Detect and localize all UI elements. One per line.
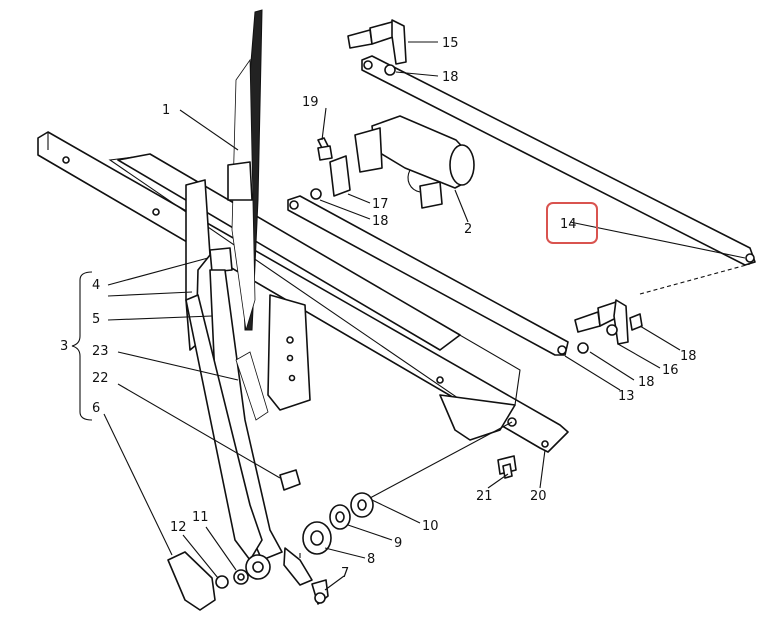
label-13: 13 bbox=[618, 389, 635, 404]
label-22: 22 bbox=[92, 371, 109, 386]
link-rod-14 bbox=[361, 55, 756, 266]
label-11: 11 bbox=[192, 510, 209, 525]
pivot-hardware bbox=[302, 492, 374, 555]
pivot-16 bbox=[574, 299, 643, 354]
label-9: 9 bbox=[394, 536, 402, 551]
clip-22 bbox=[279, 469, 301, 491]
link-rod-13 bbox=[287, 195, 569, 356]
mounting-bracket bbox=[267, 294, 311, 411]
bolt-21 bbox=[497, 455, 517, 479]
label-18-right: 18 bbox=[680, 349, 697, 364]
blade-insert bbox=[235, 351, 269, 421]
label-4: 4 bbox=[92, 278, 100, 293]
label-1: 1 bbox=[162, 103, 170, 118]
label-20: 20 bbox=[530, 489, 547, 504]
label-10: 10 bbox=[422, 519, 439, 534]
part-labels: 1 2 3 4 5 6 7 8 9 10 11 12 13 14 15 16 1… bbox=[60, 36, 697, 581]
label-8: 8 bbox=[367, 552, 375, 567]
label-5: 5 bbox=[92, 312, 100, 327]
label-2: 2 bbox=[464, 222, 472, 237]
label-17: 17 bbox=[372, 197, 389, 212]
label-18-top: 18 bbox=[442, 70, 459, 85]
leader-lines bbox=[71, 41, 751, 591]
bolt-7 bbox=[311, 579, 329, 605]
label-18-low: 18 bbox=[638, 375, 655, 390]
bracket-17 bbox=[310, 155, 351, 200]
label-12: 12 bbox=[170, 520, 187, 535]
bolt-19 bbox=[317, 137, 333, 161]
wiper-arm bbox=[185, 179, 313, 586]
label-21: 21 bbox=[476, 489, 493, 504]
label-14: 14 bbox=[560, 217, 577, 232]
label-16: 16 bbox=[662, 363, 679, 378]
label-3: 3 bbox=[60, 339, 68, 354]
label-18-mid: 18 bbox=[372, 214, 389, 229]
frame-rail bbox=[37, 131, 569, 453]
label-23: 23 bbox=[92, 344, 109, 359]
arm-handle bbox=[167, 551, 249, 611]
label-19: 19 bbox=[302, 95, 319, 110]
label-6: 6 bbox=[92, 401, 100, 416]
label-15: 15 bbox=[442, 36, 459, 51]
highlight-box-14 bbox=[546, 202, 598, 244]
label-7: 7 bbox=[341, 566, 349, 581]
wiper-motor bbox=[354, 115, 475, 209]
wiper-blade bbox=[227, 9, 263, 331]
pivot-15 bbox=[347, 19, 407, 76]
